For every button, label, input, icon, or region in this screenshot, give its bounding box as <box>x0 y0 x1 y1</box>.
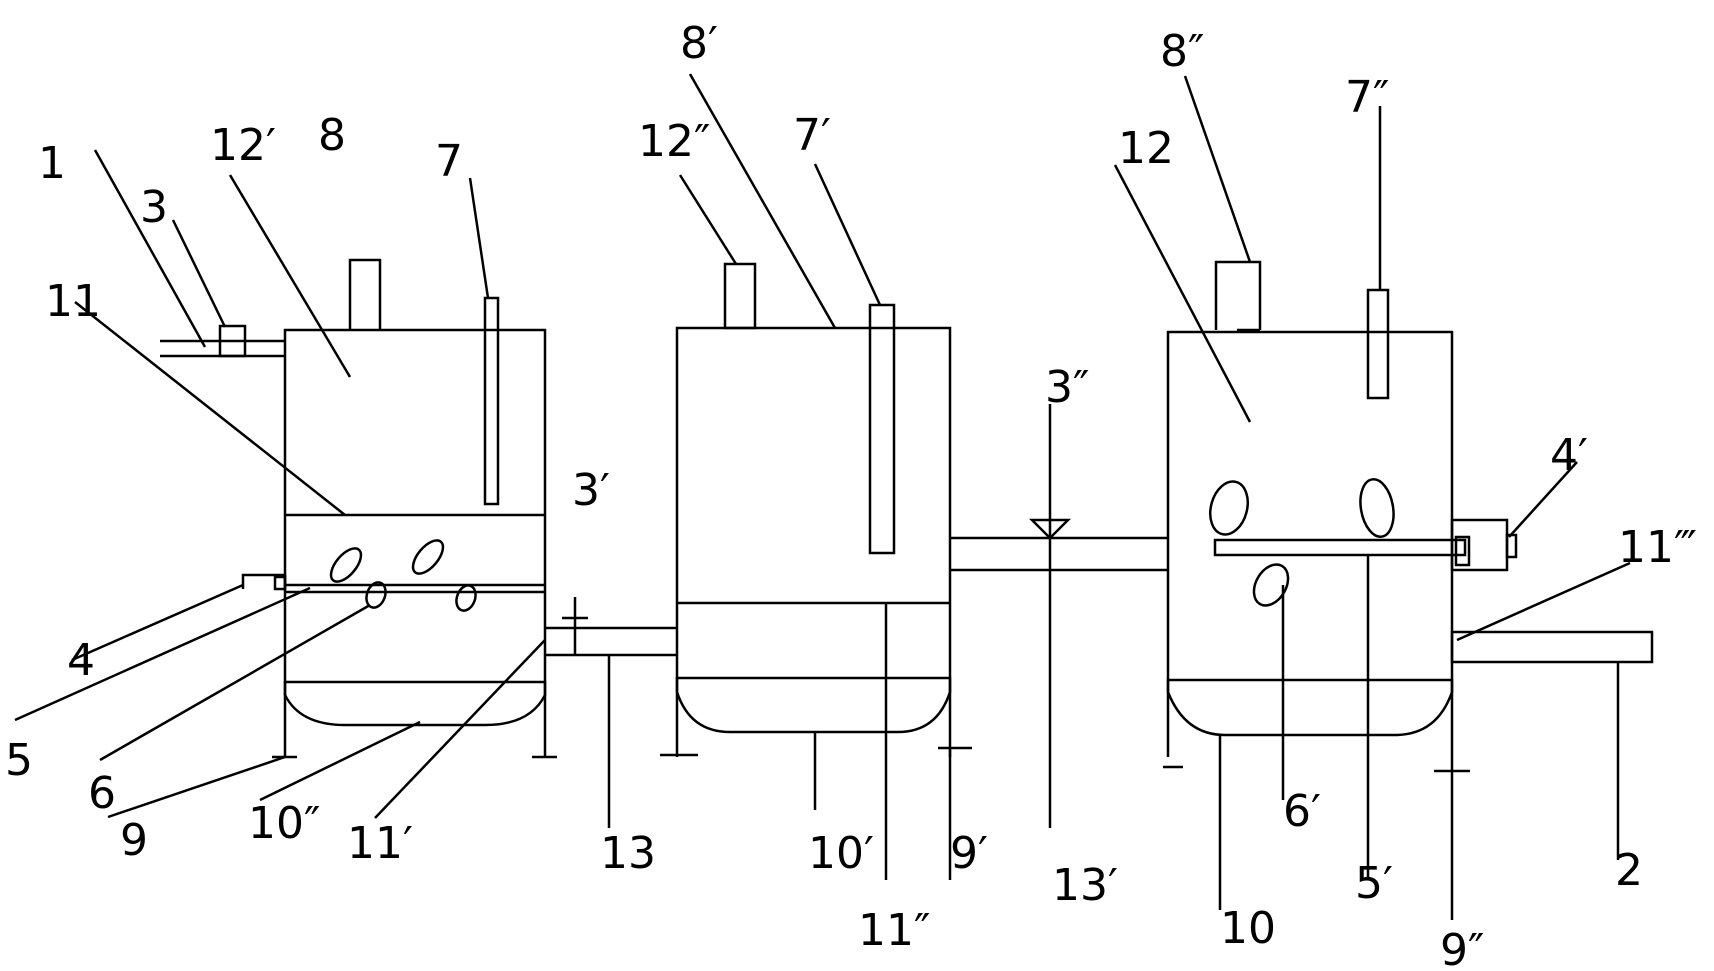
label-11ppp: 11‴ <box>1618 522 1697 573</box>
tank-2-top-pipe <box>723 262 757 330</box>
label-9pp: 9″ <box>1440 925 1484 971</box>
bubble-1 <box>329 547 363 583</box>
label-12pp: 12″ <box>638 116 710 167</box>
leader-lines <box>14 73 1631 819</box>
connecting-pipe-13p <box>950 404 1168 828</box>
label-11pp: 11″ <box>858 905 930 956</box>
label-10pp: 10″ <box>248 798 320 849</box>
bubble-4 <box>455 584 477 612</box>
label-10: 10 <box>1220 903 1276 954</box>
label-12: 12 <box>1118 123 1174 174</box>
label-6p: 6′ <box>1283 786 1321 837</box>
label-5p: 5′ <box>1355 858 1393 909</box>
label-7pp: 7″ <box>1345 72 1389 123</box>
labels: 1 3 11 12′ 8 7 4 5 6 9 10″ 11′ 13 3′ 8′ … <box>5 18 1697 971</box>
label-11p: 11′ <box>347 818 413 869</box>
tank-2-probe-7p <box>868 303 896 555</box>
valve-3 <box>218 324 247 358</box>
tank-1 <box>160 258 557 759</box>
tank-1-bottom-dish <box>283 680 547 727</box>
label-7p: 7′ <box>793 110 831 161</box>
label-13p: 13′ <box>1052 860 1118 911</box>
tank-3-rod <box>1213 538 1467 557</box>
tank-3-bottom-dish <box>1166 678 1454 737</box>
label-8: 8 <box>318 110 346 161</box>
label-11: 11 <box>45 276 101 327</box>
label-2: 2 <box>1615 845 1643 896</box>
label-3: 3 <box>140 182 168 233</box>
bubble-3 <box>365 581 387 609</box>
label-9: 9 <box>120 815 148 866</box>
label-12p: 12′ <box>210 120 276 171</box>
label-13: 13 <box>600 828 656 879</box>
label-7: 7 <box>435 136 463 187</box>
bubble-7 <box>1252 563 1290 607</box>
label-3pp: 3″ <box>1045 362 1089 413</box>
tank-3-top-pipe-8pp <box>1214 260 1262 330</box>
label-1: 1 <box>38 138 66 189</box>
label-5: 5 <box>5 735 33 786</box>
bubble-2 <box>411 539 445 575</box>
bubble-5 <box>1209 480 1249 536</box>
tank-2 <box>660 262 972 880</box>
label-4: 4 <box>67 635 95 686</box>
label-9p: 9′ <box>950 828 988 879</box>
label-10p: 10′ <box>808 828 874 879</box>
label-8p: 8′ <box>680 18 718 69</box>
tank-1-top-pipe-8 <box>348 258 382 330</box>
tank-2-bottom-dish <box>675 676 952 734</box>
tank-3 <box>1163 260 1654 920</box>
outlet-pipe-11ppp <box>1450 630 1654 664</box>
label-6: 6 <box>88 768 116 819</box>
label-8pp: 8″ <box>1160 26 1204 77</box>
fitting-4p <box>1450 518 1509 572</box>
tank-1-probe-7 <box>483 296 500 506</box>
label-3p: 3′ <box>572 465 610 516</box>
connecting-pipe-13 <box>545 597 677 828</box>
bubble-6 <box>1359 478 1395 538</box>
label-4p: 4′ <box>1550 430 1588 481</box>
valve-3pp <box>1028 518 1072 540</box>
tank-3-probe-7pp <box>1366 288 1390 400</box>
